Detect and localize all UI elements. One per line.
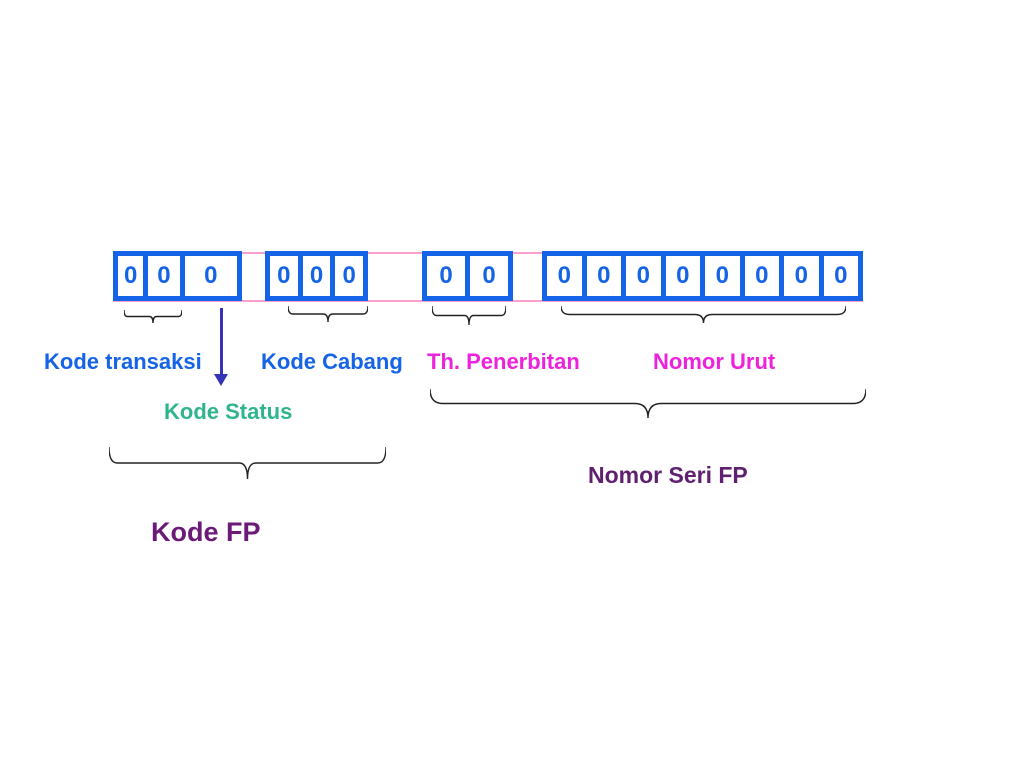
kode-status-arrow-stem — [220, 308, 223, 376]
label-nomor-seri-fp: Nomor Seri FP — [588, 462, 748, 488]
digit-box: 0 — [700, 256, 740, 296]
digit-box: 0 — [297, 256, 331, 296]
label-kode-fp: Kode FP — [151, 517, 261, 547]
digit-box: 0 — [660, 256, 701, 296]
digit-box: 0 — [143, 256, 179, 296]
digit: 0 — [834, 262, 848, 289]
digit: 0 — [482, 262, 496, 289]
label-kode-transaksi: Kode transaksi — [44, 349, 202, 374]
digit-box: 0 — [818, 256, 859, 296]
label-th-penerbitan: Th. Penerbitan — [427, 349, 580, 374]
digit: 0 — [204, 262, 218, 289]
digit-group-th-penerbitan: 0 0 — [422, 251, 513, 301]
digit-box: 0 — [621, 256, 661, 296]
brace-kode-fp — [109, 447, 386, 479]
digit: 0 — [597, 262, 611, 289]
digit: 0 — [557, 262, 571, 289]
digit: 0 — [715, 262, 729, 289]
digit-box: 0 — [118, 256, 143, 296]
brace-kode-cabang — [288, 306, 368, 322]
digit: 0 — [439, 262, 453, 289]
digit-box: 0 — [581, 256, 622, 296]
label-kode-status: Kode Status — [164, 399, 293, 424]
digit-group-kode-transaksi-status: 0 0 0 — [113, 251, 242, 301]
digit-box: 0 — [739, 256, 780, 296]
digit: 0 — [636, 262, 650, 289]
label-nomor-urut: Nomor Urut — [653, 349, 776, 374]
digit-group-kode-cabang: 0 0 0 — [265, 251, 368, 301]
brace-nomor-urut — [561, 306, 846, 323]
brace-nomor-seri-fp — [430, 389, 866, 418]
digit: 0 — [157, 262, 171, 289]
digit-box: 0 — [330, 256, 363, 296]
digit: 0 — [309, 262, 324, 289]
digit-box: 0 — [465, 256, 508, 296]
digit: 0 — [755, 262, 769, 289]
brace-th-penerbitan — [432, 306, 506, 325]
brace-kode-transaksi — [124, 310, 182, 323]
digit-box: 0 — [427, 256, 465, 296]
digit: 0 — [277, 262, 291, 289]
kode-status-arrow-head — [214, 374, 228, 386]
digit: 0 — [676, 262, 690, 289]
digit-box: 0 — [179, 256, 237, 296]
digit-box: 0 — [270, 256, 298, 296]
digit-group-nomor-urut: 0 0 0 0 0 0 0 0 — [542, 251, 863, 301]
digit: 0 — [342, 262, 356, 289]
digit-box: 0 — [547, 256, 582, 296]
digit-box: 0 — [779, 256, 819, 296]
digit: 0 — [123, 262, 138, 289]
digit: 0 — [794, 262, 808, 289]
label-kode-cabang: Kode Cabang — [261, 349, 403, 374]
